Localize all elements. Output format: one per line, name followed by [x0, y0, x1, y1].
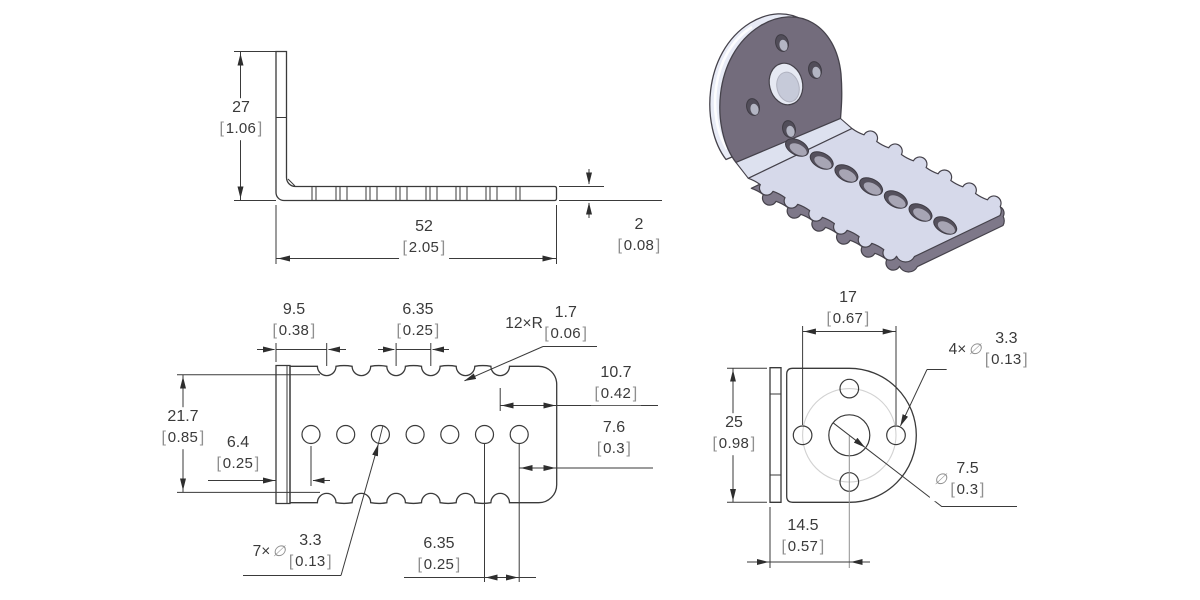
iso-center-hole [768, 62, 804, 106]
hole [370, 424, 390, 445]
mount-hole [886, 425, 906, 446]
dim-prefix: 12×R [505, 314, 543, 332]
dim-mm-value: 52 [415, 218, 433, 236]
dim-side-height: 27 [1.06] [216, 98, 266, 140]
dim-mm-value: 3.3 [299, 532, 322, 550]
mount-hole [792, 425, 813, 446]
dim-14-5-lines [747, 436, 870, 568]
dim-mm-value: 9.5 [282, 301, 306, 319]
plate-edge-strip [769, 367, 782, 503]
dim-mm-value: 6.35 [402, 301, 434, 319]
dim-side-length: 52 [2.05] [399, 217, 449, 259]
mount-hole [839, 378, 860, 399]
dim-inch-value: 0.85 [167, 429, 199, 446]
rim-highlight [713, 25, 753, 150]
dim-prefix: 4× [948, 340, 967, 358]
dim-inch-value: 1.06 [225, 120, 257, 137]
dim-top-hole-diameter: 7× ∅ 3.3 [0.13] [250, 531, 336, 573]
dim-inch-value: 0.3 [603, 440, 625, 457]
hole [405, 424, 425, 445]
dim-6-35-pitch-lines [378, 343, 449, 366]
dim-mm-value: 25 [725, 414, 743, 432]
dim-inch-value: 0.08 [623, 237, 655, 254]
dim-top-last-hole-offset: 7.6 [0.3] [593, 418, 635, 460]
dim-mm-value: 3.3 [995, 330, 1018, 348]
dim-front-center-offset: 14.5 [0.57] [778, 516, 828, 558]
dim-2-lines [559, 169, 662, 218]
hole [440, 424, 460, 445]
leader-center-hole [832, 422, 1017, 507]
dim-10-7-lines [499, 388, 658, 411]
scallop-edge-ticks [311, 186, 521, 201]
dim-inch-value: 0.98 [718, 435, 750, 452]
hole [509, 424, 529, 445]
diameter-icon: ∅ [933, 471, 947, 489]
iso-mount-holes [746, 34, 822, 138]
plate-holes [301, 424, 529, 445]
dim-mm-value: 14.5 [787, 517, 819, 535]
dim-mm-value: 27 [232, 99, 250, 117]
dim-prefix: 7× [252, 542, 271, 560]
dim-front-mount-hole-diameter: 4× ∅ 3.3 [0.13] [946, 329, 1032, 371]
hole [336, 424, 356, 445]
diameter-icon: ∅ [272, 543, 286, 561]
dim-mm-value: 21.7 [167, 408, 199, 426]
bend-diagonal [287, 178, 296, 187]
dim-inch-value: 0.06 [550, 325, 581, 342]
dim-inch-value: 0.67 [832, 310, 864, 327]
top-view [177, 343, 658, 582]
dim-front-center-hole-diameter: ∅ 7.5 [0.3] [929, 459, 989, 501]
dim-mm-value: 17 [839, 289, 857, 307]
dim-inch-value: 0.25 [423, 556, 455, 573]
dim-top-edge-offset: 9.5 [0.38] [269, 300, 319, 342]
dim-mm-value: 2 [634, 216, 644, 234]
dim-inch-value: 0.42 [600, 385, 632, 402]
leader-12xR [464, 346, 597, 382]
iso-plate-holes [785, 138, 958, 235]
hole [474, 424, 495, 445]
dim-9-5-lines [257, 343, 346, 366]
dim-top-hole-pitch: 6.35 [0.25] [414, 534, 464, 576]
leader-7x-hole [243, 425, 384, 576]
diameter-icon: ∅ [968, 341, 982, 359]
leader-4x-hole [900, 369, 1031, 427]
dim-inch-value: 0.57 [787, 538, 819, 555]
dim-mm-value: 7.6 [602, 419, 626, 437]
dim-inch-value: 0.13 [991, 351, 1022, 368]
dim-17-lines [802, 326, 897, 425]
dim-front-height: 25 [0.98] [709, 413, 759, 455]
dim-front-hole-spacing: 17 [0.67] [823, 288, 873, 330]
flange-edge-rect [275, 364, 291, 505]
dim-6-35-holes-lines [404, 444, 536, 582]
dim-mm-value: 6.4 [226, 434, 250, 452]
dim-mm-value: 6.35 [423, 535, 455, 553]
dim-inch-value: 0.13 [295, 553, 326, 570]
dim-top-first-hole-offset: 6.4 [0.25] [213, 433, 263, 475]
dim-top-scallop-pitch: 6.35 [0.25] [393, 300, 443, 342]
face-outline [786, 367, 917, 503]
dim-top-scallop-radius: 12×R 1.7 [0.06] [503, 303, 591, 345]
dim-inch-value: 0.25 [222, 455, 254, 472]
dim-inch-value: 0.38 [278, 322, 310, 339]
dim-mm-value: 1.7 [554, 304, 577, 322]
dim-mm-value: 7.5 [956, 460, 979, 478]
side-profile-outline [275, 50, 558, 202]
dim-6-4-lines [208, 446, 330, 486]
dim-inch-value: 2.05 [408, 239, 440, 256]
iso-view [709, 13, 1005, 273]
dim-top-width: 21.7 [0.85] [158, 407, 208, 449]
dim-mm-value: 10.7 [600, 364, 632, 382]
plate-outline [289, 364, 558, 505]
hole [301, 424, 321, 445]
front-view [727, 326, 1031, 568]
dim-top-end-offset: 10.7 [0.42] [591, 363, 641, 405]
dim-side-thickness: 2 [0.08] [614, 215, 664, 257]
dim-inch-value: 0.25 [402, 322, 434, 339]
dim-inch-value: 0.3 [956, 481, 979, 498]
